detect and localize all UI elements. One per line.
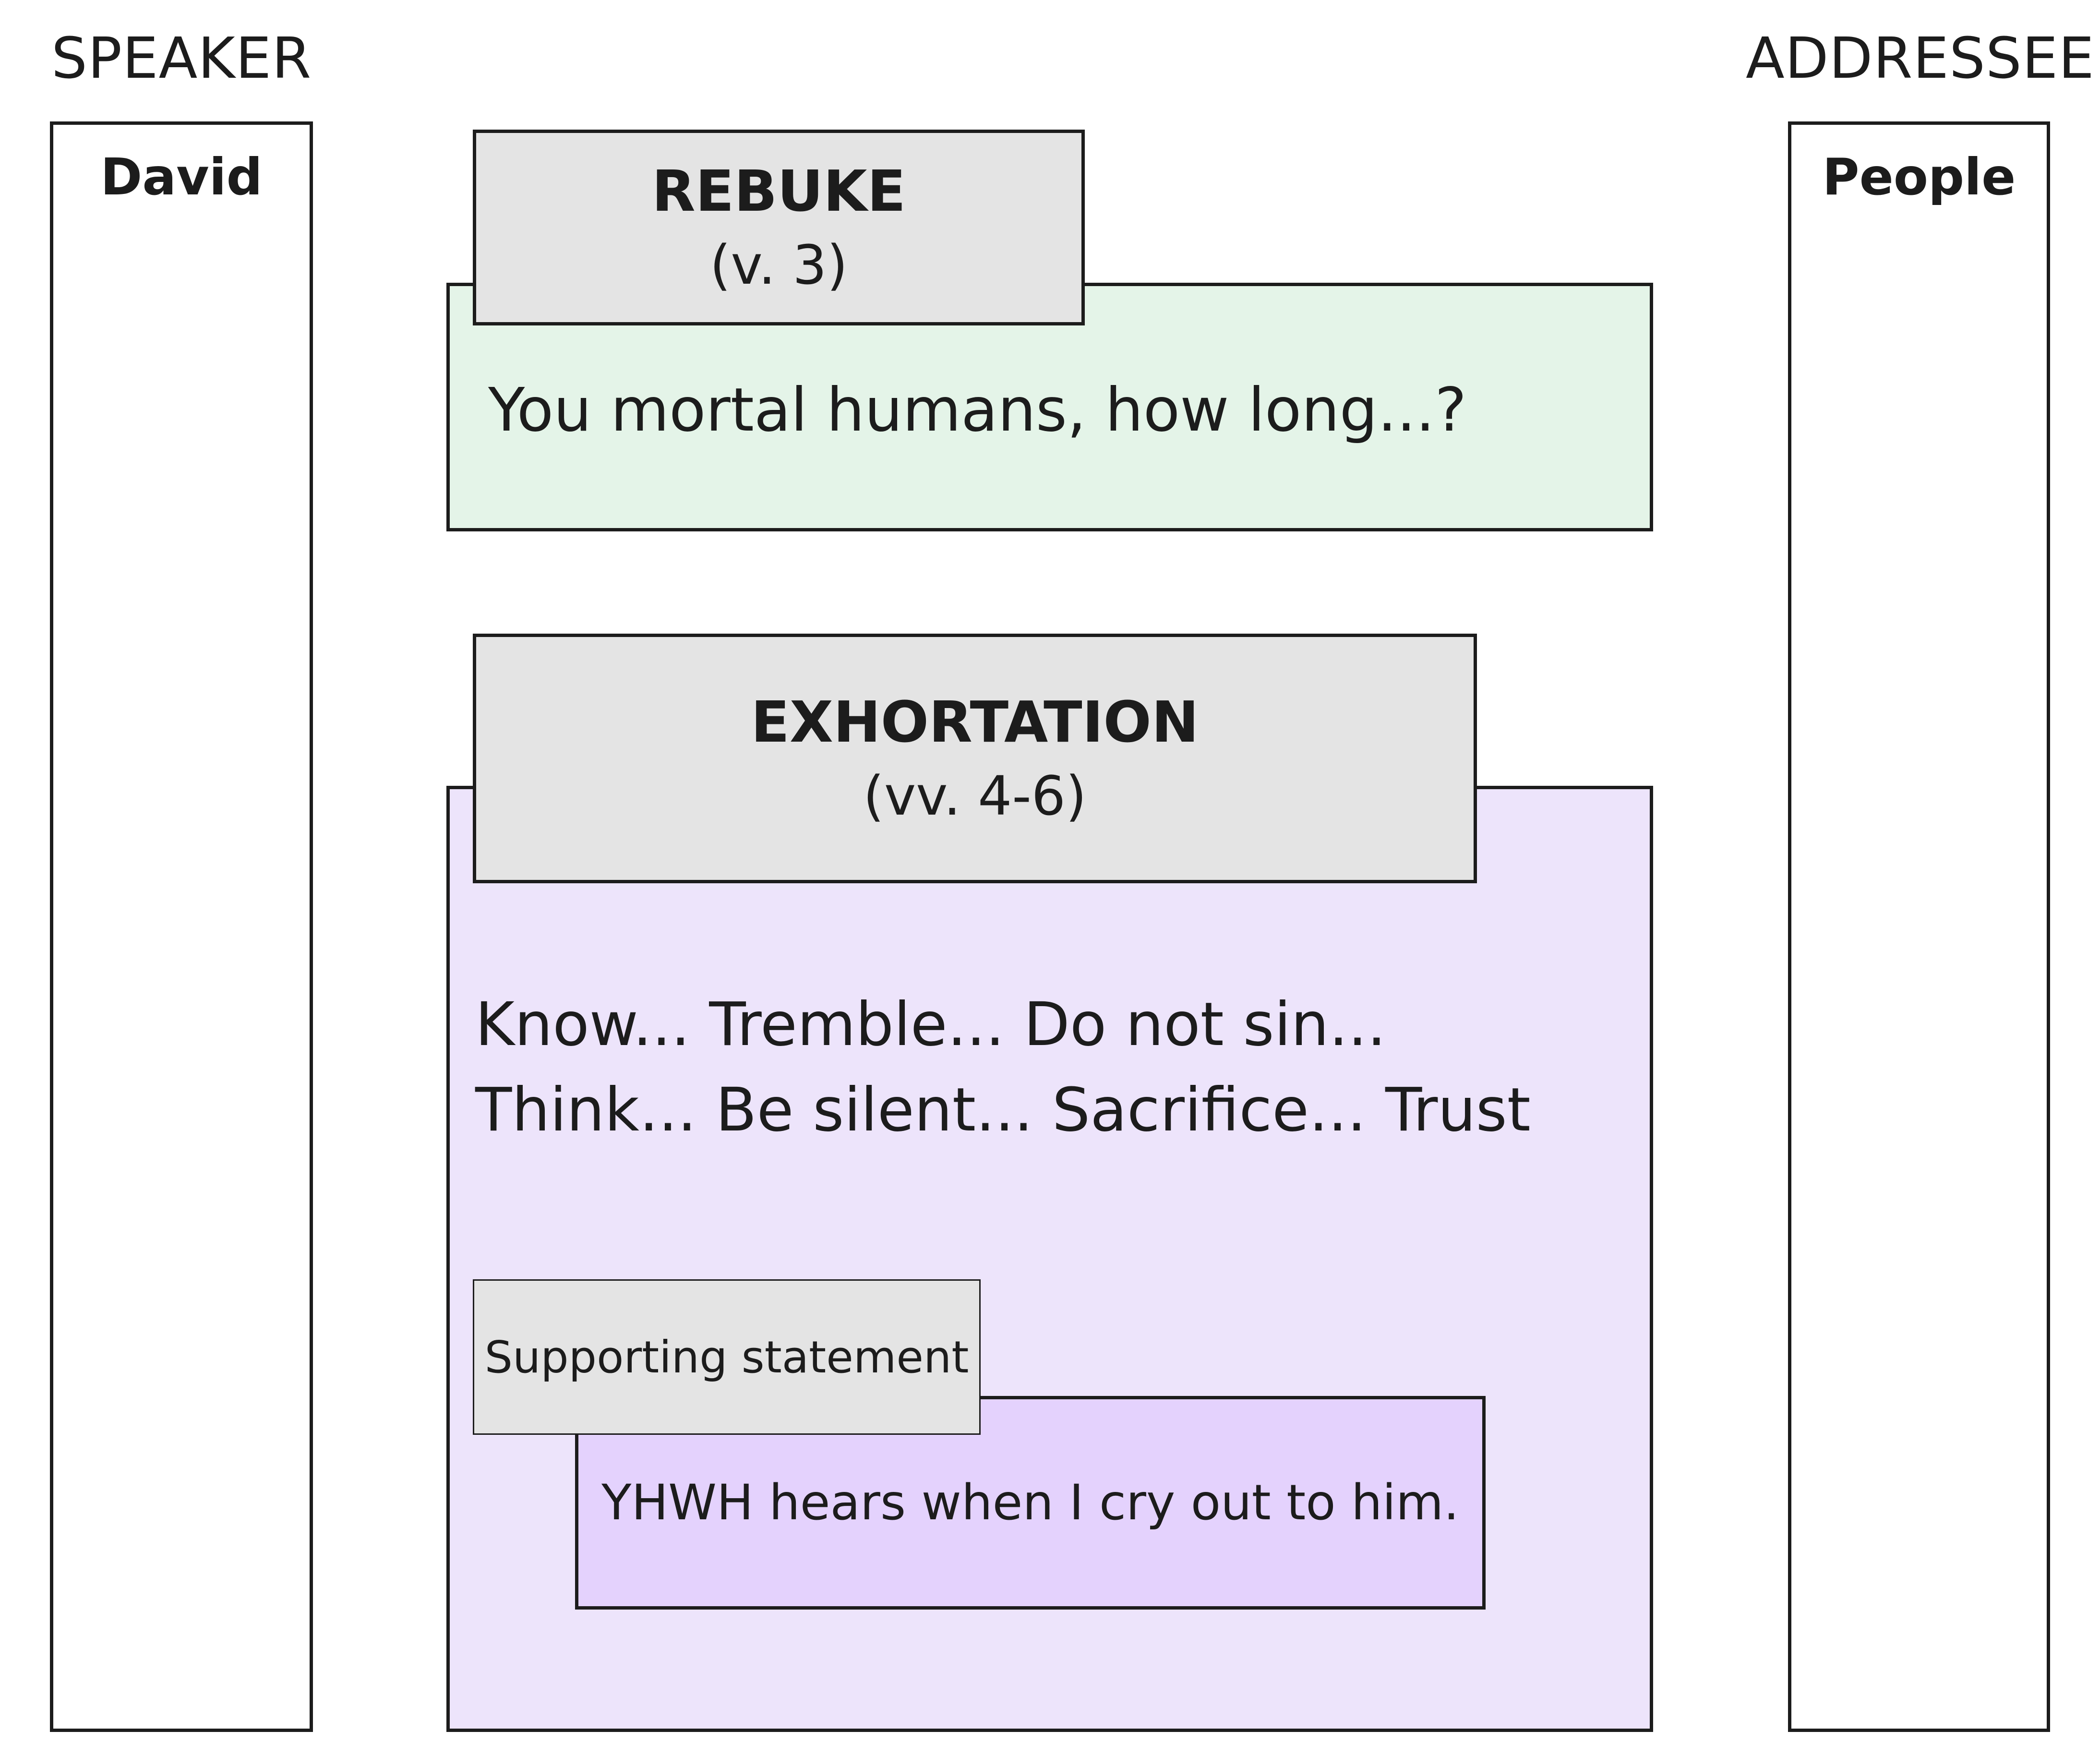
supporting-statement-tag: Supporting statement — [473, 1279, 981, 1435]
addressee-heading: ADDRESSEE — [1746, 25, 2095, 91]
rebuke-text: You mortal humans, how long...? — [488, 375, 1467, 445]
exhortation-title: EXHORTATION — [751, 688, 1199, 755]
speaker-name: David — [100, 148, 263, 206]
addressee-name: People — [1822, 148, 2016, 206]
supporting-statement-panel: YHWH hears when I cry out to him. — [575, 1396, 1486, 1610]
addressee-column: People — [1788, 121, 2050, 1732]
exhortation-tag: EXHORTATION (vv. 4-6) — [473, 634, 1477, 883]
exhortation-line-2: Think... Be silent... Sacrifice... Trust — [475, 1075, 1531, 1145]
exhortation-line-1: Know... Tremble... Do not sin... — [475, 990, 1386, 1059]
speaker-heading: SPEAKER — [51, 25, 312, 91]
rebuke-tag: REBUKE (v. 3) — [473, 130, 1085, 325]
exhortation-ref: (vv. 4-6) — [863, 765, 1087, 828]
rebuke-title: REBUKE — [651, 157, 906, 224]
rebuke-ref: (v. 3) — [709, 234, 848, 297]
speaker-column: David — [50, 121, 313, 1732]
